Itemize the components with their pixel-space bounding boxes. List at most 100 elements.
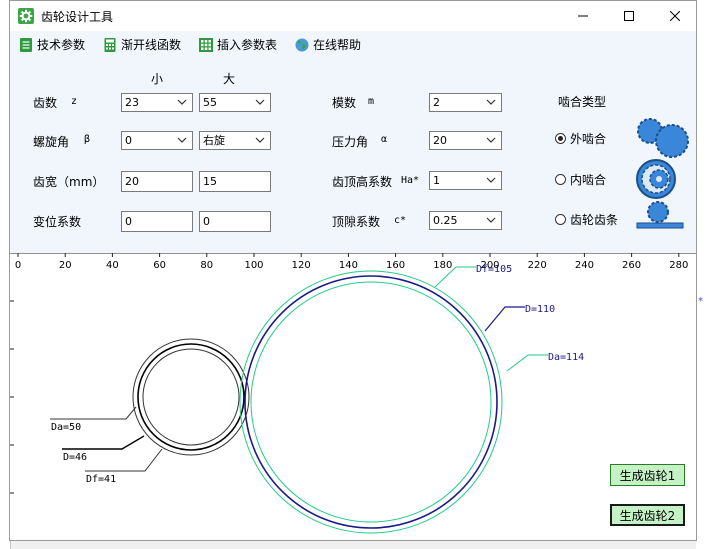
small-gear-tip-circle <box>132 338 250 456</box>
profile-shift-large-input[interactable]: 0 <box>199 211 271 232</box>
ruler-tick-label: 260 <box>622 260 641 271</box>
symbol-m: m <box>368 96 375 107</box>
ruler-tick-label: 140 <box>339 260 358 271</box>
gear-design-window: 齿轮设计工具 技术参数 <box>9 0 697 541</box>
background-window-right <box>696 0 707 549</box>
mesh-rack-radio[interactable]: 齿轮齿条 <box>555 211 618 228</box>
module-select[interactable]: 2 <box>429 93 502 112</box>
background-asterisk: * <box>698 296 703 307</box>
chevron-down-icon <box>486 217 496 223</box>
mesh-external-radio[interactable]: 外啮合 <box>555 130 606 147</box>
calculator-icon <box>104 37 116 52</box>
window-title: 齿轮设计工具 <box>41 10 114 24</box>
small-da-label: Da=50 <box>51 422 81 433</box>
ruler-ticks: 0 20 40 60 80 100 120 140 160 180 200 220 240 260 280 <box>15 253 688 271</box>
internal-mesh-gears-icon <box>636 159 676 199</box>
ruler-tick-label: 180 <box>433 260 452 271</box>
close-icon <box>670 11 680 21</box>
header-large: 大 <box>223 72 236 86</box>
minimize-button[interactable] <box>560 1 606 31</box>
small-gear-pitch-circle <box>137 343 245 451</box>
radio-unselected-icon <box>555 214 566 225</box>
external-mesh-gears-icon <box>637 118 689 158</box>
addendum-coef-select[interactable]: 1 <box>429 171 502 190</box>
large-gear-tip-circle <box>239 270 503 534</box>
small-gear-root-circle <box>142 348 240 446</box>
rack-pinion-icon <box>636 201 684 229</box>
table-icon <box>199 37 213 52</box>
helix-angle-select[interactable]: 0 <box>121 131 193 150</box>
tooth-count-large-select[interactable]: 55 <box>199 93 271 112</box>
label-face-width: 齿宽（mm） <box>33 175 105 189</box>
ruler-tick-label: 40 <box>106 260 119 271</box>
mesh-internal-radio[interactable]: 内啮合 <box>555 171 606 188</box>
close-button[interactable] <box>652 1 696 31</box>
profile-shift-small-input[interactable]: 0 <box>121 211 193 232</box>
left-ruler-ticks <box>10 300 14 494</box>
face-width-small-input[interactable]: 20 <box>121 171 193 192</box>
clearance-coef-select[interactable]: 0.25 <box>429 211 502 230</box>
symbol-c: c* <box>394 215 407 226</box>
small-d-label: D=46 <box>63 452 87 463</box>
helix-direction-select[interactable]: 右旋 <box>199 131 271 150</box>
chevron-down-icon <box>255 137 265 143</box>
ruler-tick-label: 160 <box>386 260 405 271</box>
ruler-tick-label: 120 <box>292 260 311 271</box>
chevron-down-icon <box>255 99 265 105</box>
menu-involute-function[interactable]: 渐开线函数 <box>103 36 181 53</box>
large-gear-root-circle <box>250 281 492 523</box>
large-da-label: Da=114 <box>548 352 584 363</box>
maximize-icon <box>624 11 634 21</box>
menu-online-help[interactable]: 在线帮助 <box>295 36 361 53</box>
chevron-down-icon <box>486 137 496 143</box>
menu-tech-params[interactable]: 技术参数 <box>19 36 85 53</box>
large-d-label: D=110 <box>525 304 555 315</box>
symbol-z: z <box>71 96 78 107</box>
ruler-tick-label: 20 <box>59 260 72 271</box>
ruler-tick-label: 60 <box>153 260 166 271</box>
chevron-down-icon <box>486 177 496 183</box>
ruler-tick-label: 0 <box>15 260 21 271</box>
app-gear-icon <box>18 8 34 24</box>
label-helix-angle: 螺旋角 <box>33 135 70 149</box>
document-icon <box>20 37 32 52</box>
ruler-tick-label: 100 <box>244 260 263 271</box>
generate-gear2-button[interactable]: 生成齿轮2 <box>610 504 685 526</box>
chevron-down-icon <box>177 137 187 143</box>
face-width-large-input[interactable]: 15 <box>199 171 271 192</box>
small-df-label: Df=41 <box>86 474 116 485</box>
ruler-tick-label: 280 <box>669 260 688 271</box>
symbol-beta: β <box>84 134 91 145</box>
symbol-alpha: α <box>381 134 388 145</box>
label-module: 模数 <box>332 96 357 110</box>
chevron-down-icon <box>177 99 187 105</box>
mesh-type-title: 啮合类型 <box>558 95 607 109</box>
small-gear <box>132 338 250 456</box>
generate-gear1-button[interactable]: 生成齿轮1 <box>610 464 685 486</box>
minimize-icon <box>578 15 588 17</box>
large-gear <box>239 270 503 534</box>
ruler-tick-label: 80 <box>200 260 213 271</box>
ruler-tick-label: 200 <box>480 260 499 271</box>
pressure-angle-select[interactable]: 20 <box>429 131 502 150</box>
ruler-tick-label: 240 <box>575 260 594 271</box>
parameter-panel: 技术参数 渐开线函数 插入参数表 <box>10 31 696 253</box>
globe-icon <box>295 38 309 51</box>
radio-unselected-icon <box>555 174 566 185</box>
tooth-count-small-select[interactable]: 23 <box>121 93 193 112</box>
ruler-tick-label: 220 <box>528 260 547 271</box>
radio-selected-icon <box>555 133 566 144</box>
maximize-button[interactable] <box>606 1 652 31</box>
header-small: 小 <box>151 72 164 86</box>
label-clearance-coef: 顶隙系数 <box>332 215 381 229</box>
menu-insert-param-table[interactable]: 插入参数表 <box>199 36 277 53</box>
large-gear-pitch-circle <box>244 275 498 529</box>
label-profile-shift: 变位系数 <box>33 215 82 229</box>
large-df-label: Df=105 <box>476 264 512 275</box>
symbol-ha: Ha* <box>401 175 420 186</box>
chevron-down-icon <box>486 99 496 105</box>
title-bar: 齿轮设计工具 <box>10 1 696 31</box>
label-tooth-count: 齿数 <box>33 96 58 110</box>
